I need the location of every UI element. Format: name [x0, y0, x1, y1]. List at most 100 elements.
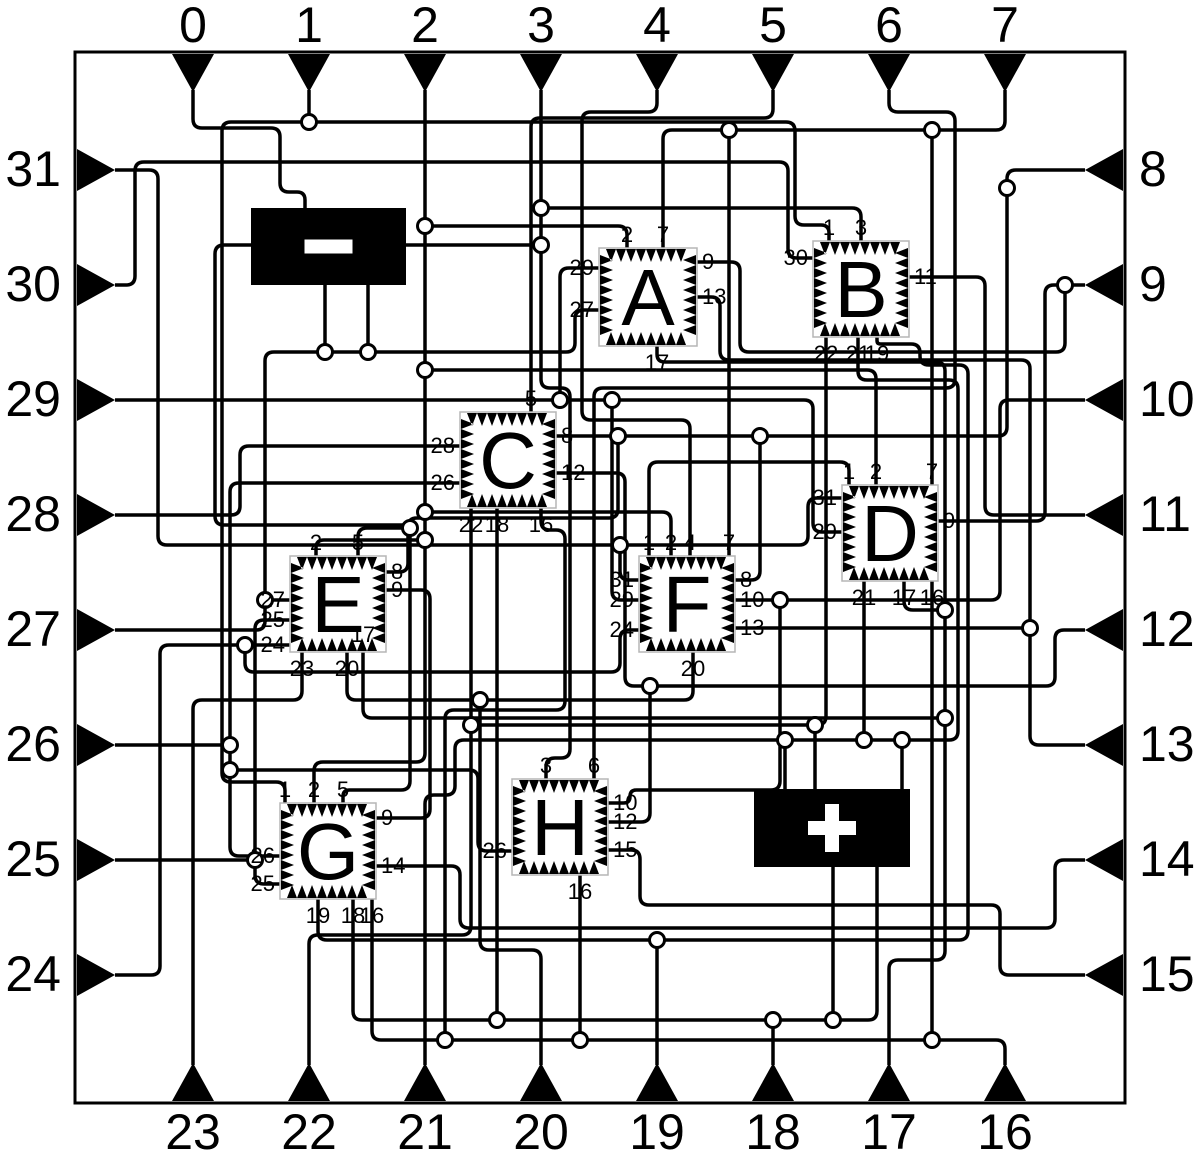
chip-pin-label-G-5: 5 [337, 777, 349, 802]
chip-letter: C [479, 416, 537, 505]
junction-dot [256, 591, 274, 609]
wire [647, 460, 851, 556]
pin-triangle-icon [288, 1063, 330, 1101]
chip-pin-label-H-15: 15 [613, 837, 637, 862]
pin-triangle-icon [1085, 379, 1123, 421]
edge-pin-20[interactable]: 20 [513, 1063, 569, 1160]
chip-pin-label-D-21: 21 [852, 585, 876, 610]
pin-triangle-icon [752, 1063, 794, 1101]
edge-pin-17[interactable]: 17 [861, 1063, 917, 1160]
pin-triangle-icon [77, 149, 115, 191]
chip-letter: D [861, 489, 919, 578]
edge-pin-27[interactable]: 27 [5, 601, 115, 657]
edge-pin-13[interactable]: 13 [1085, 716, 1195, 772]
junction-dot [246, 851, 264, 869]
edge-pin-6[interactable]: 6 [868, 0, 910, 92]
wire [618, 545, 639, 582]
junction-dot [221, 736, 239, 754]
edge-pin-31[interactable]: 31 [5, 141, 115, 197]
edge-pin-12[interactable]: 12 [1085, 601, 1195, 657]
plus-block[interactable] [754, 789, 910, 867]
junction-dot [611, 536, 629, 554]
edge-pin-30[interactable]: 30 [5, 256, 115, 312]
edge-pin-23[interactable]: 23 [165, 1063, 221, 1160]
edge-pin-label: 7 [991, 0, 1019, 53]
edge-pin-label: 14 [1139, 831, 1195, 887]
junction-dot [471, 691, 489, 709]
pin-triangle-icon [77, 839, 115, 881]
junction-dot [609, 427, 627, 445]
junction-dot [720, 121, 738, 139]
minus-block[interactable] [251, 208, 406, 285]
chip-pin-label-G-25: 25 [251, 871, 275, 896]
edge-pin-15[interactable]: 15 [1085, 946, 1195, 1002]
junction-dot [571, 1031, 589, 1049]
junction-dot [751, 427, 769, 445]
pin-triangle-icon [984, 54, 1026, 92]
edge-pin-22[interactable]: 22 [281, 1063, 337, 1160]
chip-letter: F [663, 560, 712, 649]
edge-pin-label: 25 [5, 831, 61, 887]
edge-pin-26[interactable]: 26 [5, 716, 115, 772]
edge-pin-28[interactable]: 28 [5, 486, 115, 542]
wire [608, 600, 782, 805]
edge-pin-19[interactable]: 19 [629, 1063, 685, 1160]
edge-pin-label: 22 [281, 1104, 337, 1156]
edge-pin-label: 0 [179, 0, 207, 53]
edge-pin-29[interactable]: 29 [5, 371, 115, 427]
edge-pin-7[interactable]: 7 [984, 0, 1026, 92]
edge-pin-label: 8 [1139, 141, 1167, 197]
edge-pin-label: 12 [1139, 601, 1195, 657]
chip-pin-label-F-20: 20 [681, 656, 705, 681]
edge-pin-4[interactable]: 4 [636, 0, 678, 92]
pin-triangle-icon [520, 54, 562, 92]
edge-pin-14[interactable]: 14 [1085, 831, 1195, 887]
wire [115, 168, 842, 547]
chip-pin-label-F-4: 4 [684, 530, 696, 555]
edge-pin-9[interactable]: 9 [1085, 256, 1167, 312]
wire [345, 652, 543, 1065]
wire [610, 400, 639, 602]
pin-triangle-icon [404, 1063, 446, 1101]
chip-pin-label-E-25: 25 [261, 607, 285, 632]
chip-pin-label-G-9: 9 [381, 805, 393, 830]
wire [608, 686, 652, 824]
junction-dot [936, 709, 954, 727]
edge-pin-3[interactable]: 3 [520, 0, 562, 92]
chip-pin-label-E-5: 5 [352, 530, 364, 555]
edge-pin-25[interactable]: 25 [5, 831, 115, 887]
chip-pin-label-E-20: 20 [335, 656, 359, 681]
junction-dot [776, 731, 794, 749]
pin-triangle-icon [77, 379, 115, 421]
wire [220, 120, 309, 803]
edge-pin-0[interactable]: 0 [172, 0, 214, 92]
edge-pin-label: 16 [977, 1104, 1033, 1156]
edge-pin-16[interactable]: 16 [977, 1063, 1033, 1160]
edge-pin-10[interactable]: 10 [1085, 371, 1195, 427]
edge-pin-24[interactable]: 24 [5, 946, 115, 1002]
edge-pin-2[interactable]: 2 [404, 0, 446, 92]
chip-pin-label-G-1: 1 [279, 777, 291, 802]
edge-pin-8[interactable]: 8 [1085, 141, 1167, 197]
wire [735, 398, 1085, 602]
edge-pin-1[interactable]: 1 [288, 0, 330, 92]
edge-pin-5[interactable]: 5 [752, 0, 794, 92]
wire [243, 628, 639, 674]
pin-triangle-icon [1085, 839, 1123, 881]
plus-icon-vertical [825, 804, 839, 852]
pin-triangle-icon [77, 724, 115, 766]
edge-pin-11[interactable]: 11 [1085, 486, 1191, 542]
junction-dot [893, 731, 911, 749]
edge-pin-18[interactable]: 18 [745, 1063, 801, 1160]
edge-pin-21[interactable]: 21 [397, 1063, 453, 1160]
chip-pin-label-A-7: 7 [657, 222, 669, 247]
